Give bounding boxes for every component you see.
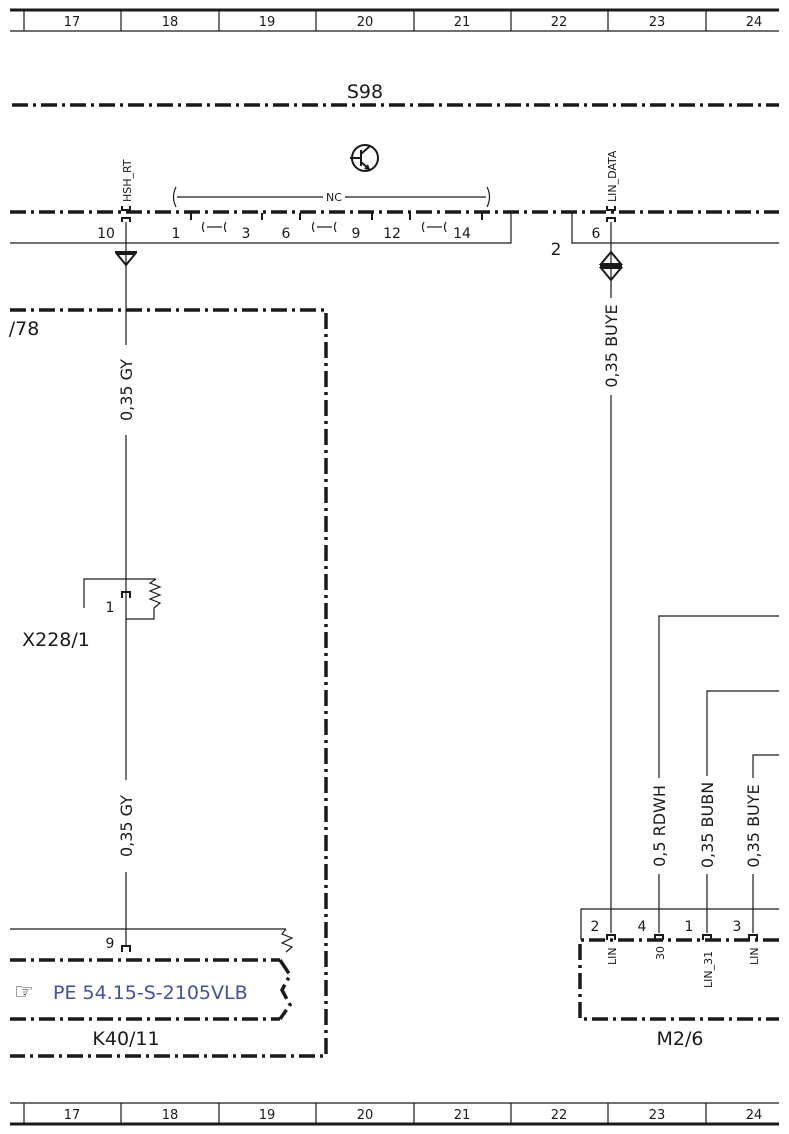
s98-pin-6b: 6 xyxy=(592,226,601,242)
k40-partial-label: /78 xyxy=(9,318,40,340)
switch-symbols xyxy=(201,221,447,233)
wire-label-gy-top: 0,35 GY xyxy=(117,359,136,421)
component-x228[interactable]: 1 X228/1 xyxy=(22,578,162,651)
grid-label-23: 23 xyxy=(649,15,666,30)
m2-pin-label-lin-a: LIN xyxy=(606,947,619,965)
ground-arrow-icon xyxy=(114,251,138,267)
k40-label: K40/11 xyxy=(92,1028,159,1050)
grid-label-24: 24 xyxy=(746,15,763,30)
grid-label-22: 22 xyxy=(551,1108,568,1123)
s98-pin-6: 6 xyxy=(282,226,291,242)
grid-label-19: 19 xyxy=(259,1108,276,1123)
grid-label-22: 22 xyxy=(551,15,568,30)
grid-label-23: 23 xyxy=(649,1108,666,1123)
svg-text:☞: ☞ xyxy=(14,980,34,1005)
wire-label-rdwh: 0,5 RDWH xyxy=(650,785,669,867)
transistor-icon xyxy=(350,144,379,172)
grid-label-18: 18 xyxy=(162,1108,179,1123)
grid-label-21: 21 xyxy=(454,1108,471,1123)
nc-label: NC xyxy=(326,191,342,204)
wire-label-gy-bottom: 0,35 GY xyxy=(117,795,136,857)
wire-bubn[interactable]: 0,35 BUBN xyxy=(695,690,779,933)
m2-pin-label-lin31: LIN_31 xyxy=(702,951,715,988)
wire-rdwh[interactable]: 0,5 RDWH xyxy=(647,615,779,933)
s98-pin-12: 12 xyxy=(383,226,401,242)
m2-pin-label-30: 30 xyxy=(654,946,667,960)
hsh-rt-label: HSH_RT xyxy=(121,159,134,202)
grid-label-17: 17 xyxy=(64,1108,81,1123)
reference-link[interactable]: PE 54.15-S-2105VLB xyxy=(53,982,248,1004)
component-k40[interactable]: /78 9 ☞ PE 54.15-S-2105VLB K40/11 xyxy=(9,308,328,1058)
grid-label-18: 18 xyxy=(162,15,179,30)
k40-pin-9: 9 xyxy=(106,936,115,952)
s98-pin-connectors xyxy=(121,206,616,222)
k40-outer-boundary xyxy=(10,308,328,1058)
s98-plug-label: 2 xyxy=(551,240,562,260)
bidirectional-arrow-icon xyxy=(598,250,624,282)
s98-pin-9: 9 xyxy=(352,226,361,242)
s98-pin-14: 14 xyxy=(453,226,471,242)
wire-label-buye-bottom: 0,35 BUYE xyxy=(744,784,763,867)
m2-boundary xyxy=(578,938,779,1021)
x228-pin-1: 1 xyxy=(106,600,115,616)
s98-pin-1: 1 xyxy=(172,226,181,242)
s98-label: S98 xyxy=(347,81,383,103)
wire-buye-m2[interactable]: 0,35 BUYE xyxy=(741,754,779,933)
wire-buye-lin[interactable]: 0,35 BUYE xyxy=(598,222,624,933)
wire-label-bubn: 0,35 BUBN xyxy=(698,782,717,868)
nc-bracket: NC xyxy=(172,186,491,208)
s98-pin-3: 3 xyxy=(242,226,251,242)
grid-label-20: 20 xyxy=(357,1108,374,1123)
lin-data-label: LIN_DATA xyxy=(606,150,619,202)
grid-ruler-top: 17 18 19 20 21 22 23 24 xyxy=(10,8,779,32)
grid-label-19: 19 xyxy=(259,15,276,30)
grid-label-24: 24 xyxy=(746,1108,763,1123)
s98-pin-10: 10 xyxy=(97,226,115,242)
m2-pin-1: 1 xyxy=(685,919,694,935)
grid-ruler-bottom: 17 18 19 20 21 22 23 24 xyxy=(10,1102,779,1126)
m2-pin-2: 2 xyxy=(591,919,600,935)
wire-label-buye-top: 0,35 BUYE xyxy=(602,304,621,387)
m2-pin-label-lin-b: LIN xyxy=(748,947,761,965)
m2-label: M2/6 xyxy=(657,1028,704,1050)
grid-label-17: 17 xyxy=(64,15,81,30)
m2-pin-4: 4 xyxy=(638,919,647,935)
component-s98[interactable]: S98 NC xyxy=(10,81,779,260)
component-m2[interactable]: 2 4 1 3 LIN 30 LIN_31 LIN M2/6 xyxy=(578,908,779,1050)
m2-pin-3: 3 xyxy=(733,919,742,935)
grid-label-21: 21 xyxy=(454,15,471,30)
wire-gy[interactable]: 0,35 GY 0,35 GY xyxy=(114,222,138,945)
hand-pointer-icon: ☞ xyxy=(14,980,34,1005)
x228-label: X228/1 xyxy=(22,629,90,651)
grid-label-20: 20 xyxy=(357,15,374,30)
